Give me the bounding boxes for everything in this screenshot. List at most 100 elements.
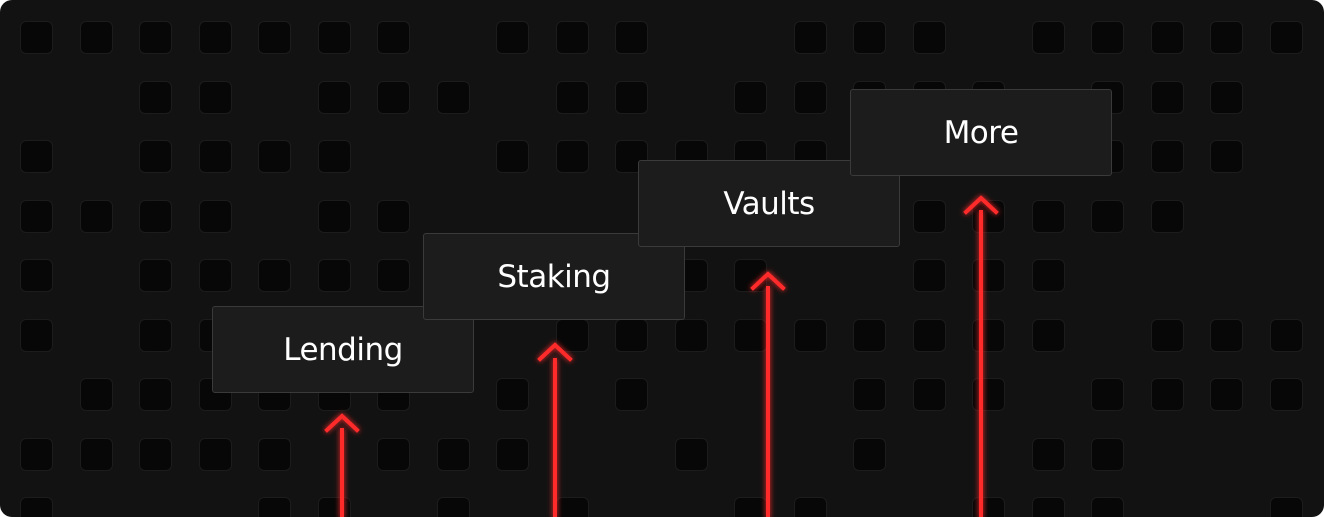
grid-tile: [1032, 200, 1065, 233]
grid-tile: [377, 259, 410, 292]
grid-tile: [20, 497, 53, 517]
grid-tile: [80, 378, 113, 411]
grid-tile: [734, 319, 767, 352]
grid-tile: [1270, 378, 1303, 411]
grid-tile: [1032, 21, 1065, 54]
step-label: Vaults: [723, 185, 815, 222]
grid-tile: [20, 438, 53, 471]
grid-tile: [1151, 378, 1184, 411]
grid-tile: [199, 140, 232, 173]
grid-tile: [853, 319, 886, 352]
grid-tile: [437, 81, 470, 114]
step-label: More: [943, 114, 1019, 151]
grid-tile: [1210, 319, 1243, 352]
grid-tile: [853, 21, 886, 54]
grid-tile: [913, 200, 946, 233]
grid-tile: [318, 21, 351, 54]
step-card-more: More: [850, 89, 1112, 176]
grid-tile: [80, 438, 113, 471]
grid-tile: [1091, 21, 1124, 54]
grid-tile: [675, 319, 708, 352]
grid-tile: [1151, 21, 1184, 54]
grid-tile: [437, 497, 470, 517]
grid-tile: [794, 21, 827, 54]
grid-tile: [139, 438, 172, 471]
grid-tile: [199, 438, 232, 471]
grid-tile: [1270, 319, 1303, 352]
grid-tile: [1032, 319, 1065, 352]
grid-tile: [1151, 81, 1184, 114]
grid-tile: [258, 438, 291, 471]
grid-tile: [972, 497, 1005, 517]
grid-tile: [1151, 200, 1184, 233]
grid-tile: [139, 21, 172, 54]
grid-tile: [139, 319, 172, 352]
grid-tile: [258, 140, 291, 173]
grid-tile: [199, 200, 232, 233]
grid-tile: [139, 81, 172, 114]
grid-tile: [318, 140, 351, 173]
grid-tile: [318, 259, 351, 292]
grid-tile: [496, 21, 529, 54]
step-card-staking: Staking: [423, 233, 685, 320]
grid-tile: [615, 319, 648, 352]
grid-tile: [1151, 319, 1184, 352]
grid-tile: [377, 438, 410, 471]
grid-tile: [556, 497, 589, 517]
grid-tile: [972, 200, 1005, 233]
grid-tile: [913, 378, 946, 411]
grid-tile: [556, 81, 589, 114]
grid-tile: [1032, 497, 1065, 517]
step-card-lending: Lending: [212, 306, 474, 393]
grid-tile: [972, 259, 1005, 292]
grid-tile: [377, 81, 410, 114]
grid-tile: [734, 259, 767, 292]
grid-tile: [318, 200, 351, 233]
grid-tile: [913, 319, 946, 352]
grid-tile: [972, 378, 1005, 411]
grid-tile: [80, 21, 113, 54]
grid-tile: [318, 497, 351, 517]
grid-tile: [1210, 140, 1243, 173]
grid-tile: [794, 319, 827, 352]
grid-tile: [734, 81, 767, 114]
grid-tile: [139, 259, 172, 292]
grid-tile: [20, 319, 53, 352]
grid-tile: [615, 81, 648, 114]
grid-tile: [734, 497, 767, 517]
grid-tile: [913, 21, 946, 54]
grid-tile: [20, 140, 53, 173]
step-label: Lending: [283, 331, 403, 368]
grid-tile: [1270, 497, 1303, 517]
grid-tile: [675, 438, 708, 471]
grid-tile: [377, 200, 410, 233]
grid-tile: [80, 200, 113, 233]
step-label: Staking: [497, 258, 611, 295]
grid-tile: [258, 497, 291, 517]
grid-tile: [199, 81, 232, 114]
grid-tile: [556, 319, 589, 352]
grid-tile: [1151, 140, 1184, 173]
grid-tile: [139, 140, 172, 173]
grid-tile: [615, 21, 648, 54]
grid-tile: [556, 140, 589, 173]
grid-tile: [377, 21, 410, 54]
grid-tile: [853, 438, 886, 471]
grid-tile: [496, 140, 529, 173]
grid-tile: [615, 378, 648, 411]
grid-tile: [20, 200, 53, 233]
grid-tile: [1032, 438, 1065, 471]
grid-tile: [496, 378, 529, 411]
grid-tile: [1091, 438, 1124, 471]
grid-tile: [258, 21, 291, 54]
grid-tile: [1091, 497, 1124, 517]
grid-tile: [139, 378, 172, 411]
grid-tile: [258, 259, 291, 292]
grid-tile: [20, 259, 53, 292]
grid-tile: [1270, 21, 1303, 54]
grid-tile: [853, 378, 886, 411]
grid-tile: [318, 81, 351, 114]
grid-tile: [199, 21, 232, 54]
grid-tile: [1091, 378, 1124, 411]
